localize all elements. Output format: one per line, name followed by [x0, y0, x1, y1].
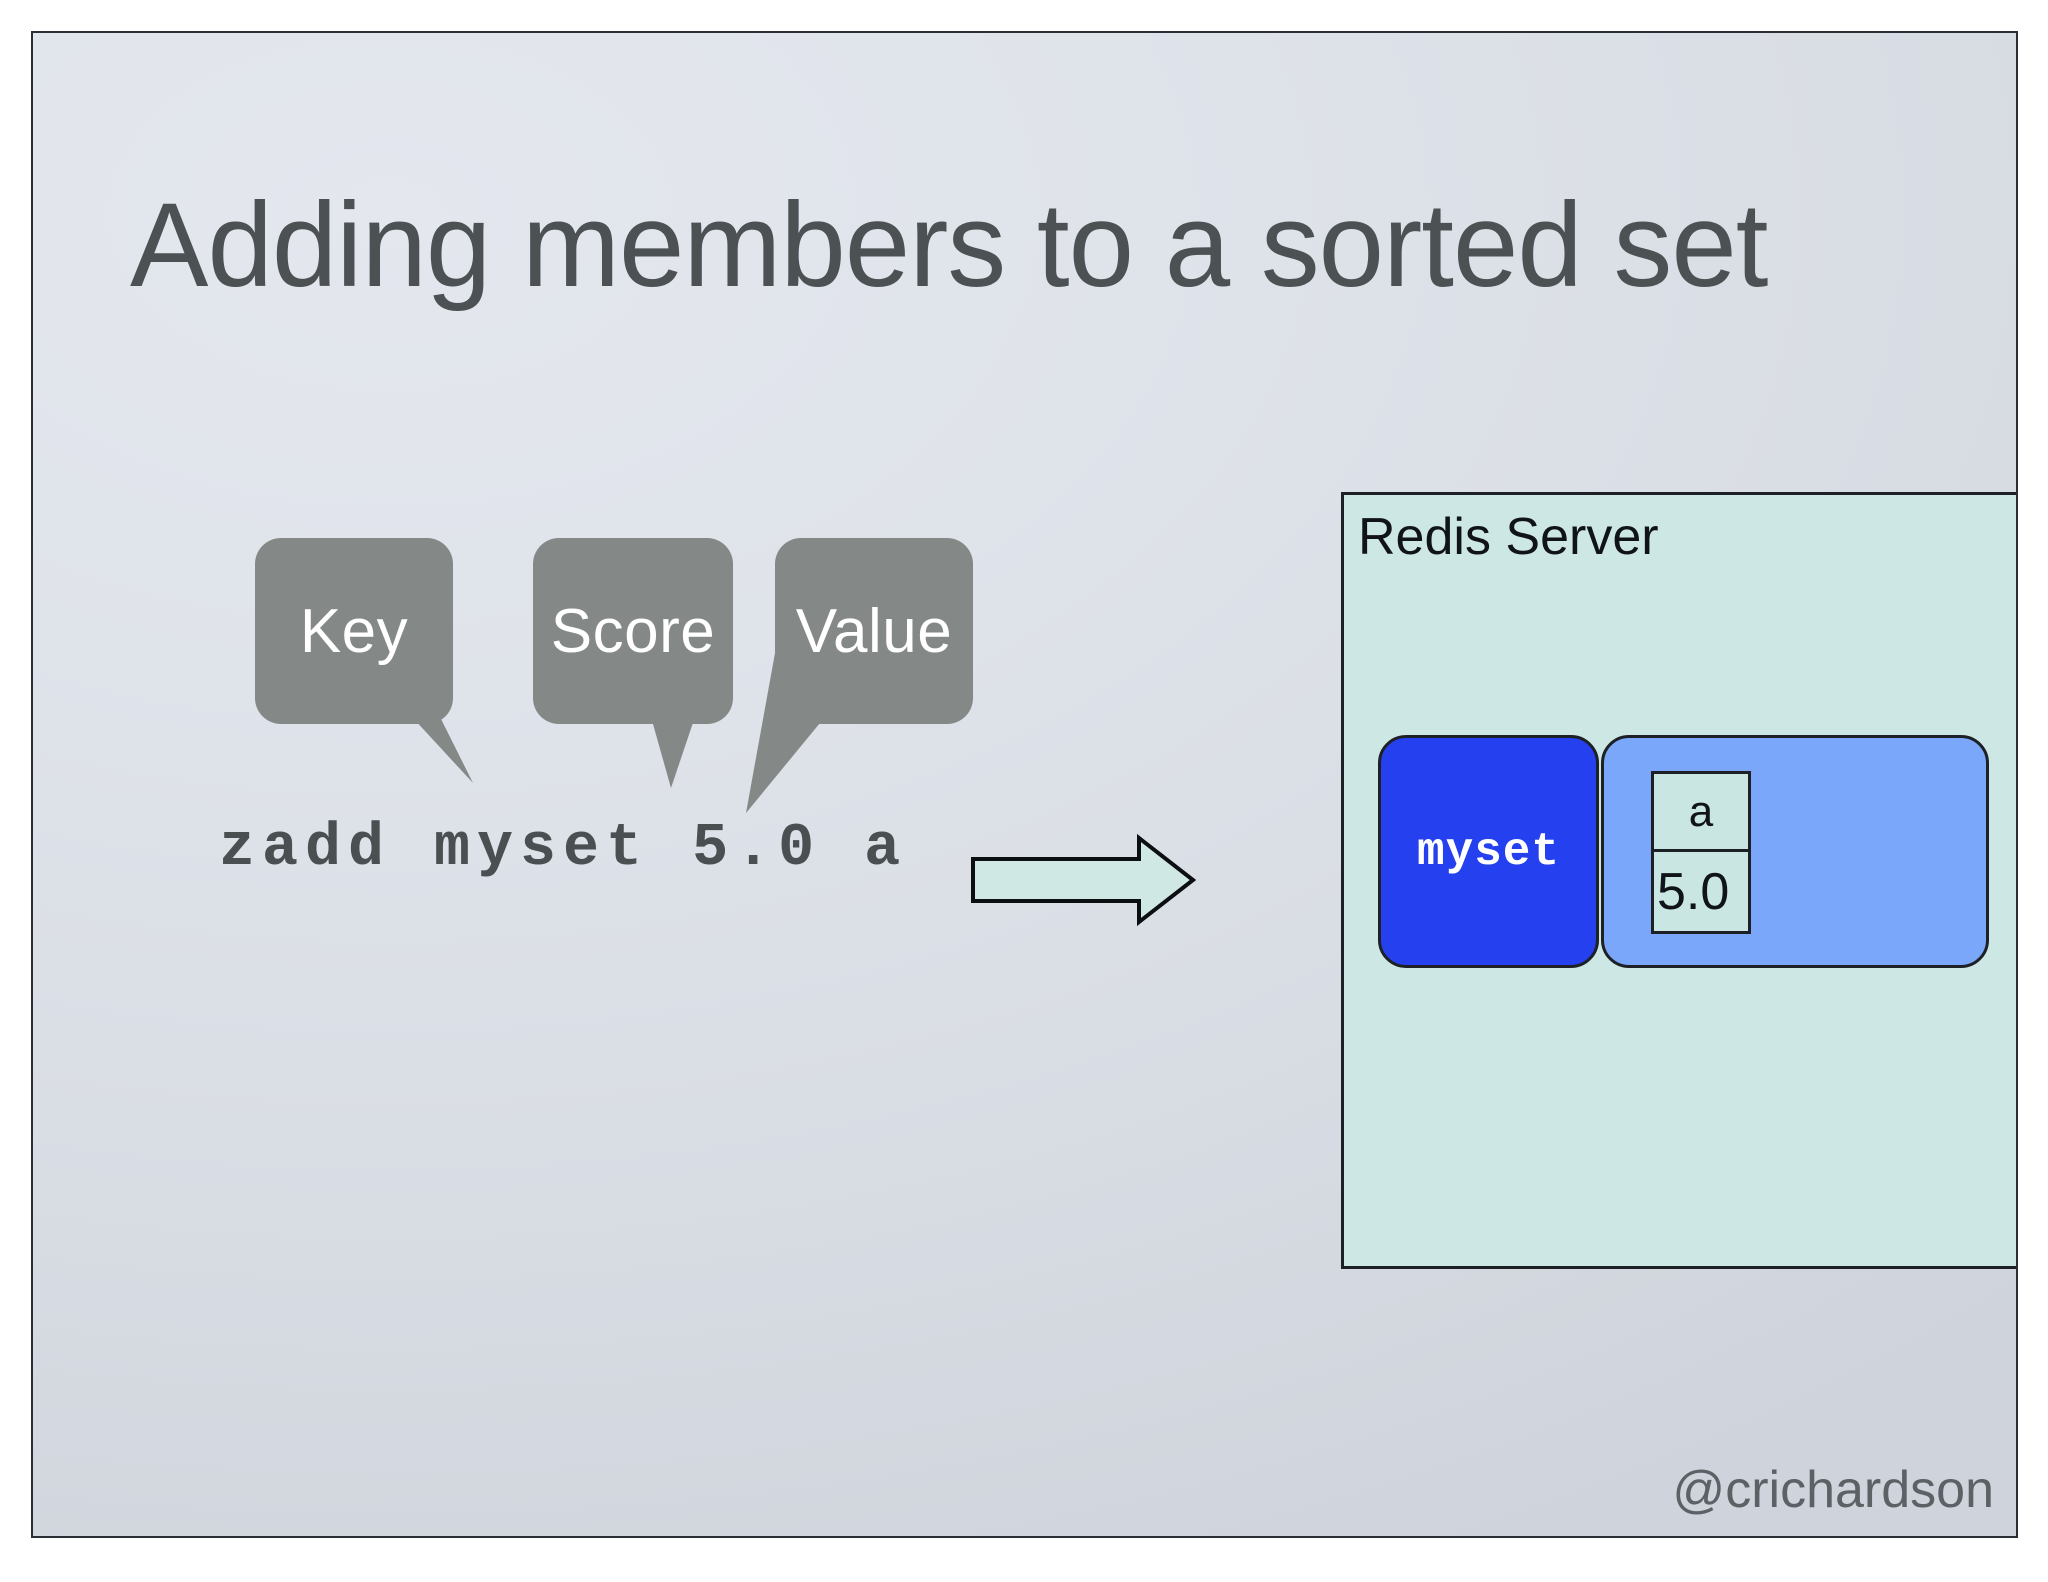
callout-key-label: Key — [255, 538, 453, 724]
page-title: Adding members to a sorted set — [130, 178, 1768, 312]
flow-arrow-icon — [971, 833, 1197, 927]
sorted-set-member-cell: a 5.0 — [1651, 771, 1751, 934]
callout-value-label: Value — [775, 538, 973, 724]
redis-key-box: myset — [1378, 735, 1599, 968]
redis-command-text: zadd myset 5.0 a — [219, 815, 908, 883]
member-score: 5.0 — [1657, 862, 1730, 921]
redis-server-label: Redis Server — [1358, 508, 1659, 566]
callout-score-label: Score — [533, 538, 733, 724]
member-value: a — [1654, 774, 1748, 852]
slide-canvas: Adding members to a sorted set Key Score… — [31, 31, 2018, 1538]
redis-key-label: myset — [1416, 825, 1561, 878]
author-watermark: @crichardson — [1672, 1461, 1994, 1519]
